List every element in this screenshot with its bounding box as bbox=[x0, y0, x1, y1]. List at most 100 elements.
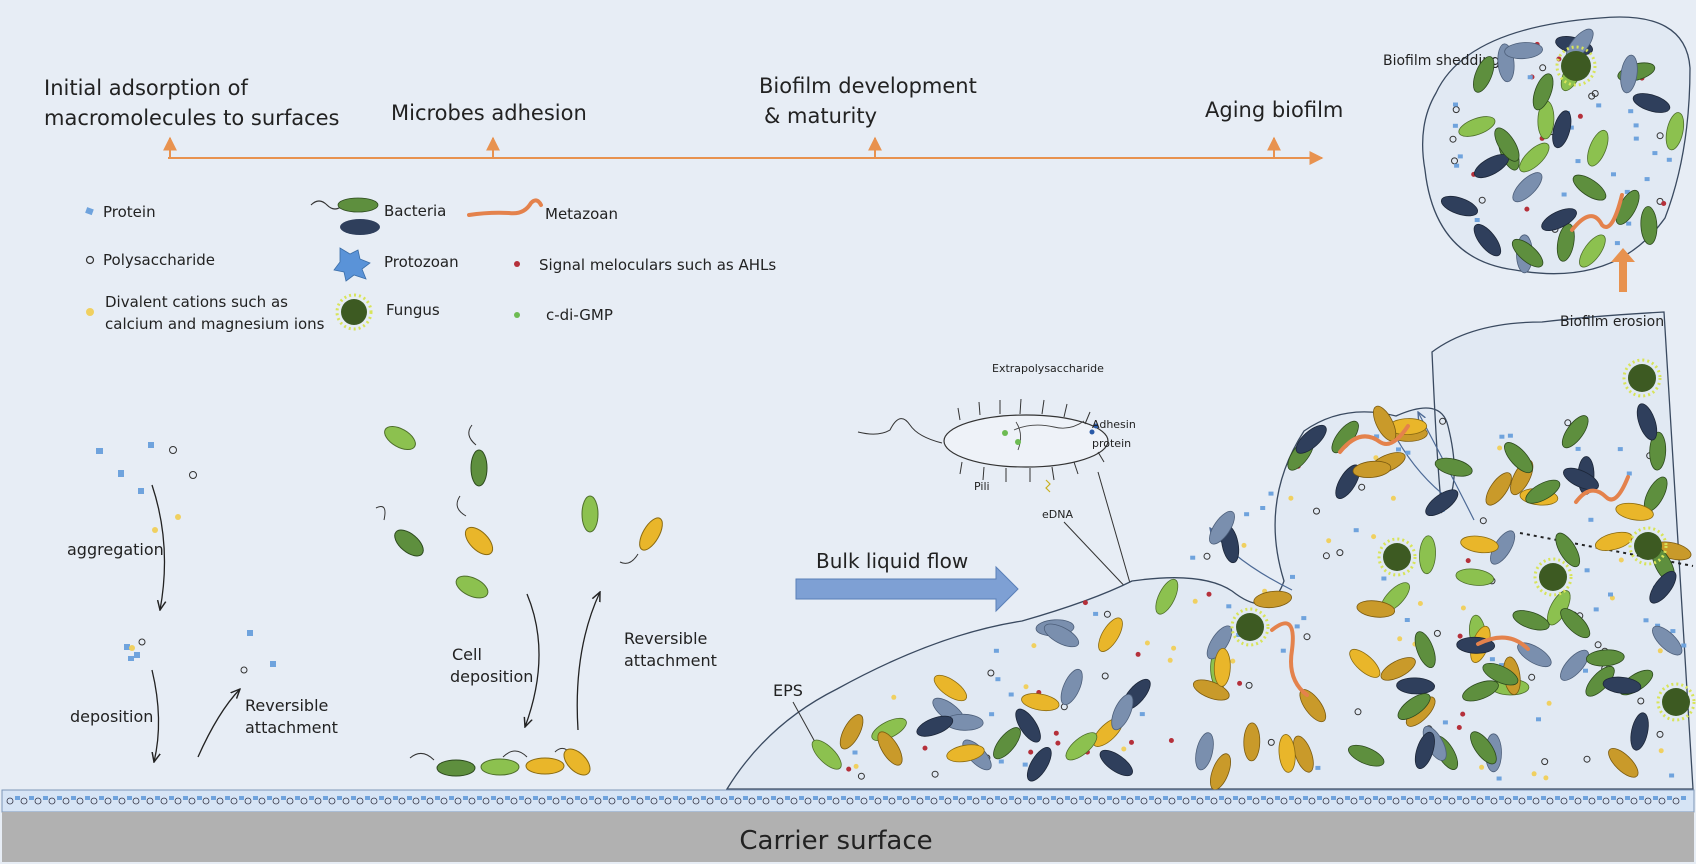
protein-particle bbox=[1247, 796, 1252, 800]
signal-molecule bbox=[1082, 600, 1088, 606]
stage-label-adsorption-1: Initial adsorption of bbox=[44, 76, 248, 100]
protein-particle bbox=[1022, 762, 1028, 767]
protein-particle bbox=[1135, 796, 1140, 800]
polysaccharide-particle bbox=[748, 797, 756, 805]
polysaccharide-particle bbox=[1378, 797, 1386, 805]
polysaccharide-particle bbox=[104, 797, 112, 805]
cdigmp-icon bbox=[514, 312, 520, 318]
protein-particle bbox=[379, 796, 384, 800]
bulk-flow-arrow bbox=[795, 565, 1019, 613]
polysaccharide-particle bbox=[1014, 797, 1022, 805]
protein-particle bbox=[1527, 796, 1532, 800]
polysaccharide-particle bbox=[160, 797, 168, 805]
bacteria-cell bbox=[1587, 129, 1609, 167]
protein-particle bbox=[1597, 796, 1602, 800]
reversible-attachment-label-1: Reversible bbox=[245, 696, 328, 715]
polysaccharide-particle bbox=[594, 797, 602, 805]
protein-particle bbox=[1507, 433, 1513, 438]
polysaccharide-particle bbox=[846, 797, 854, 805]
polysaccharide-particle bbox=[1560, 797, 1568, 805]
protein-particle bbox=[337, 796, 342, 800]
erosion-arrow bbox=[1611, 248, 1635, 292]
bacteria-cell bbox=[1504, 42, 1543, 60]
polysaccharide-particle bbox=[384, 797, 392, 805]
cation-particle bbox=[1326, 538, 1332, 544]
signal-molecule bbox=[1129, 739, 1134, 745]
polysaccharide-particle bbox=[790, 797, 798, 805]
polysaccharide-particle bbox=[440, 797, 448, 805]
polysaccharide-particle bbox=[1656, 132, 1664, 140]
polysaccharide-particle bbox=[832, 797, 840, 805]
polysaccharide-particle bbox=[1070, 797, 1078, 805]
protein-particle bbox=[1294, 624, 1300, 629]
polysaccharide-particle bbox=[244, 797, 252, 805]
bacteria-cell bbox=[1206, 625, 1233, 660]
protein-particle bbox=[533, 796, 538, 800]
callout-line-1 bbox=[1097, 471, 1133, 591]
bacteria-cell bbox=[1649, 431, 1667, 471]
protein-particle bbox=[1555, 796, 1560, 800]
fungus-halo bbox=[1622, 358, 1662, 398]
protein-particle bbox=[1474, 218, 1480, 222]
polysaccharide-particle bbox=[1594, 641, 1602, 649]
protein-particle bbox=[99, 796, 104, 800]
signal-molecule bbox=[1661, 201, 1667, 206]
polysaccharide-particle bbox=[1478, 196, 1486, 204]
fungus-cell bbox=[1236, 613, 1264, 641]
adsorption-process: aggregation deposition Reversible attach… bbox=[67, 442, 338, 762]
protein-particle bbox=[547, 796, 552, 800]
metazoan-worm bbox=[1270, 621, 1309, 697]
protein-particle bbox=[1611, 796, 1616, 800]
signal-molecule bbox=[1460, 711, 1466, 717]
polysaccharide-particle bbox=[1658, 797, 1666, 805]
polysaccharide-particle bbox=[1434, 797, 1442, 805]
signal-molecule bbox=[1524, 206, 1530, 212]
polysaccharide-particle bbox=[132, 797, 140, 805]
protein-particle bbox=[1079, 796, 1084, 800]
protein-particle bbox=[799, 796, 804, 800]
cation-particle bbox=[1531, 771, 1537, 777]
protein-particle bbox=[1655, 623, 1661, 628]
protein-particle bbox=[1280, 648, 1286, 653]
protein-particle bbox=[1023, 796, 1028, 800]
polysaccharide-particle bbox=[1112, 797, 1120, 805]
protein-particle bbox=[1499, 434, 1505, 439]
polysaccharide-particle bbox=[1224, 797, 1232, 805]
bacteria-cell bbox=[1015, 708, 1041, 743]
polysaccharide-particle bbox=[857, 772, 865, 780]
protein-particle bbox=[1226, 604, 1232, 609]
bacteria-cell bbox=[1295, 424, 1327, 454]
protein-particle bbox=[141, 796, 146, 800]
cation-particle bbox=[1371, 534, 1377, 540]
cation-particle bbox=[853, 763, 859, 769]
bacteria-cell bbox=[1419, 535, 1436, 575]
cation-icon bbox=[86, 308, 94, 316]
protein-particle bbox=[1453, 102, 1458, 107]
polysaccharide-particle bbox=[1098, 797, 1106, 805]
polysaccharide-particle bbox=[650, 797, 658, 805]
fungus-cell bbox=[1383, 543, 1411, 571]
polysaccharide-particle bbox=[146, 797, 154, 805]
protein-particle bbox=[1536, 717, 1541, 722]
bacteria-cell bbox=[1043, 623, 1080, 648]
bacteria-cell bbox=[1243, 722, 1261, 762]
protein-particle bbox=[1633, 136, 1639, 141]
polysaccharide-particle bbox=[1583, 755, 1591, 763]
protein-particle bbox=[589, 796, 594, 800]
polysaccharide-particle bbox=[118, 797, 126, 805]
polysaccharide-particle bbox=[1539, 64, 1547, 72]
signal-molecule bbox=[1135, 651, 1141, 657]
polysaccharide-particle bbox=[1588, 797, 1596, 805]
protein-particle bbox=[1303, 796, 1308, 800]
bacteria-cell bbox=[1640, 206, 1658, 245]
fungus-icon bbox=[335, 293, 373, 331]
polysaccharide-particle bbox=[1000, 797, 1008, 805]
polysaccharide-particle bbox=[1294, 797, 1302, 805]
fungus-cell bbox=[1634, 532, 1662, 560]
protein-particle bbox=[1485, 796, 1490, 800]
bacteria-cell bbox=[1460, 535, 1499, 554]
protein-particle bbox=[267, 796, 272, 800]
polysaccharide-particle bbox=[216, 797, 224, 805]
polysaccharide-particle bbox=[1168, 797, 1176, 805]
protein-particle bbox=[1387, 796, 1392, 800]
